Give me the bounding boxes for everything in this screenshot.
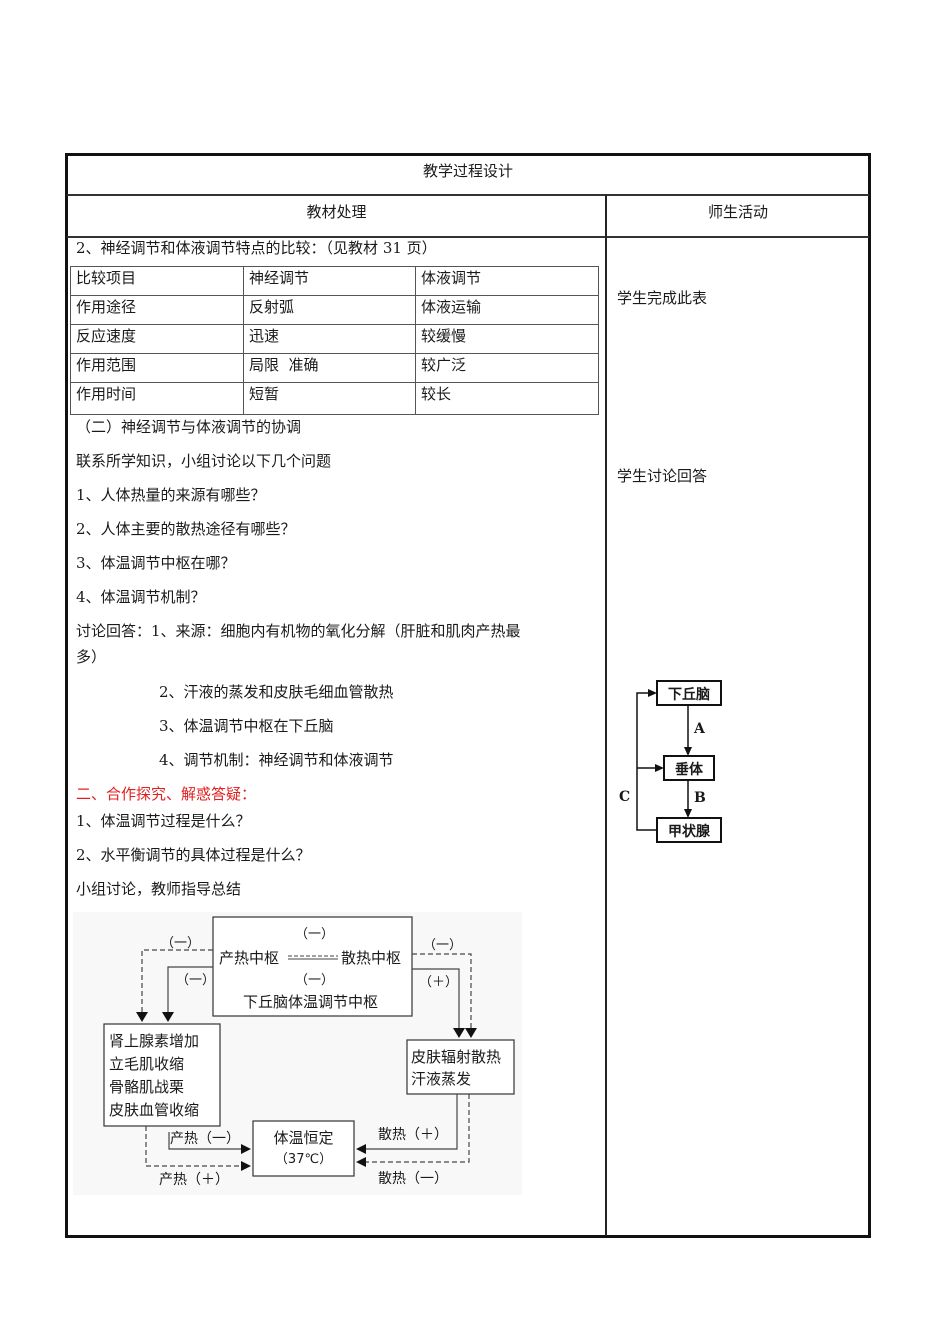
label-b: B	[694, 790, 706, 806]
table-cell: 短暂	[243, 382, 416, 415]
discussion-note: 小组讨论，教师指导总结	[76, 880, 242, 898]
temp-value: （37℃）	[274, 1152, 333, 1167]
hypothalamus-center: 下丘脑体温调节中枢	[243, 993, 379, 1011]
inquiry-item: 1、体温调节过程是什么？	[76, 812, 251, 830]
effect-item: 汗液蒸发	[411, 1070, 472, 1088]
header-divider	[67, 194, 869, 196]
column-header-activities: 师生活动	[707, 203, 768, 221]
table-cell: 较长	[415, 382, 599, 415]
produce-plus-label: 产热（＋）	[159, 1172, 229, 1188]
answer-item: 3、体温调节中枢在下丘脑	[159, 717, 334, 735]
table-cell: 反射弧	[243, 295, 416, 325]
effect-item: 肾上腺素增加	[109, 1032, 200, 1050]
question-item: 3、体温调节中枢在哪？	[76, 554, 236, 572]
subheader-divider	[67, 236, 869, 238]
question-item: 1、人体热量的来源有哪些？	[76, 486, 266, 504]
left-dashed-label: （一）	[161, 936, 201, 951]
effect-item: 皮肤血管收缩	[109, 1101, 200, 1119]
pituitary-box: 垂体	[675, 762, 703, 778]
table-row: 反应速度 迅速 较缓慢	[70, 324, 599, 354]
dissipate-plus-label: 散热（＋）	[378, 1127, 448, 1143]
comparison-table: 比较项目 神经调节 体液调节 作用途径 反射弧 体液运输 反应速度 迅速 较缓慢…	[70, 266, 599, 415]
table-cell: 作用时间	[70, 382, 244, 415]
hypothalamus-box: 下丘脑	[668, 687, 710, 703]
label-c: C	[619, 789, 631, 805]
table-cell: 反应速度	[70, 324, 244, 354]
table-cell: 体液运输	[415, 295, 599, 325]
discussion-intro: 联系所学知识，小组讨论以下几个问题	[76, 452, 332, 470]
thyroid-regulation-diagram: 下丘脑 垂体 甲状腺 A B C	[615, 675, 735, 850]
table-cell: 作用途径	[70, 295, 244, 325]
stable-label: 体温恒定	[273, 1129, 334, 1147]
question-item: 2、人体主要的散热途径有哪些？	[76, 520, 296, 538]
table-cell: 作用范围	[70, 353, 244, 383]
table-row: 作用时间 短暂 较长	[70, 382, 599, 415]
answer-item: 2、汗液的蒸发和皮肤毛细血管散热	[159, 683, 394, 701]
thyroid-box: 甲状腺	[668, 824, 710, 840]
answer-line-wrap: 多）	[76, 648, 107, 666]
subsection-heading: （二）神经调节与体液调节的协调	[76, 418, 302, 436]
activity-complete-table: 学生完成此表	[617, 289, 708, 307]
effect-item: 皮肤辐射散热	[411, 1048, 502, 1066]
activity-discuss-answer: 学生讨论回答	[617, 467, 708, 485]
table-row: 作用途径 反射弧 体液运输	[70, 295, 599, 325]
section-heading: 2、神经调节和体液调节特点的比较：（见教材 31 页）	[76, 239, 437, 257]
table-header-cell: 神经调节	[243, 266, 416, 296]
table-cell: 较缓慢	[415, 324, 599, 354]
dissipate-minus-label: 散热（一）	[378, 1171, 448, 1187]
heat-production-center: 产热中枢	[219, 949, 280, 967]
column-divider	[605, 195, 607, 1236]
heat-dissipation-effects: 皮肤辐射散热 汗液蒸发	[411, 1046, 501, 1090]
effect-item: 立毛肌收缩	[109, 1055, 185, 1073]
answer-line: 讨论回答：1、来源：细胞内有机物的氧化分解（肝脏和肌肉产热最	[76, 622, 521, 640]
right-dashed-label: （一）	[423, 938, 463, 953]
label-a: A	[694, 721, 705, 737]
heat-production-effects: 肾上腺素增加 立毛肌收缩 骨骼肌战栗 皮肤血管收缩	[109, 1030, 199, 1122]
column-header-materials: 教材处理	[306, 203, 367, 221]
table-cell: 较广泛	[415, 353, 599, 383]
table-header-row: 比较项目 神经调节 体液调节	[70, 266, 599, 296]
stable-body-temp: 体温恒定 （37℃）	[253, 1127, 354, 1171]
center-top-label: （一）	[295, 927, 335, 942]
table-row: 作用范围 局限 准确 较广泛	[70, 353, 599, 383]
inquiry-item: 2、水平衡调节的具体过程是什么？	[76, 846, 311, 864]
diagram-lines	[103, 916, 515, 1177]
thermoregulation-diagram: （一） 产热中枢 散热中枢 （一） 下丘脑体温调节中枢 （一） （一） （一） …	[73, 912, 522, 1195]
table-header-cell: 比较项目	[70, 266, 244, 296]
effect-item: 骨骼肌战栗	[109, 1078, 185, 1096]
table-cell: 局限 准确	[243, 353, 416, 383]
center-mid-label: （一）	[295, 973, 335, 988]
table-title: 教学过程设计	[422, 162, 513, 180]
diagram-lines	[636, 680, 722, 843]
table-header-cell: 体液调节	[415, 266, 599, 296]
answer-item: 4、调节机制：神经调节和体液调节	[159, 751, 394, 769]
question-item: 4、体温调节机制？	[76, 588, 206, 606]
lesson-plan-table	[65, 153, 871, 1238]
table-cell: 迅速	[243, 324, 416, 354]
inquiry-heading: 二、合作探究、解惑答疑：	[76, 785, 257, 803]
right-solid-label: （＋）	[419, 975, 459, 990]
left-solid-label: （一）	[176, 973, 216, 988]
heat-dissipation-center: 散热中枢	[341, 949, 402, 967]
produce-minus-label: 产热（一）	[170, 1131, 240, 1147]
